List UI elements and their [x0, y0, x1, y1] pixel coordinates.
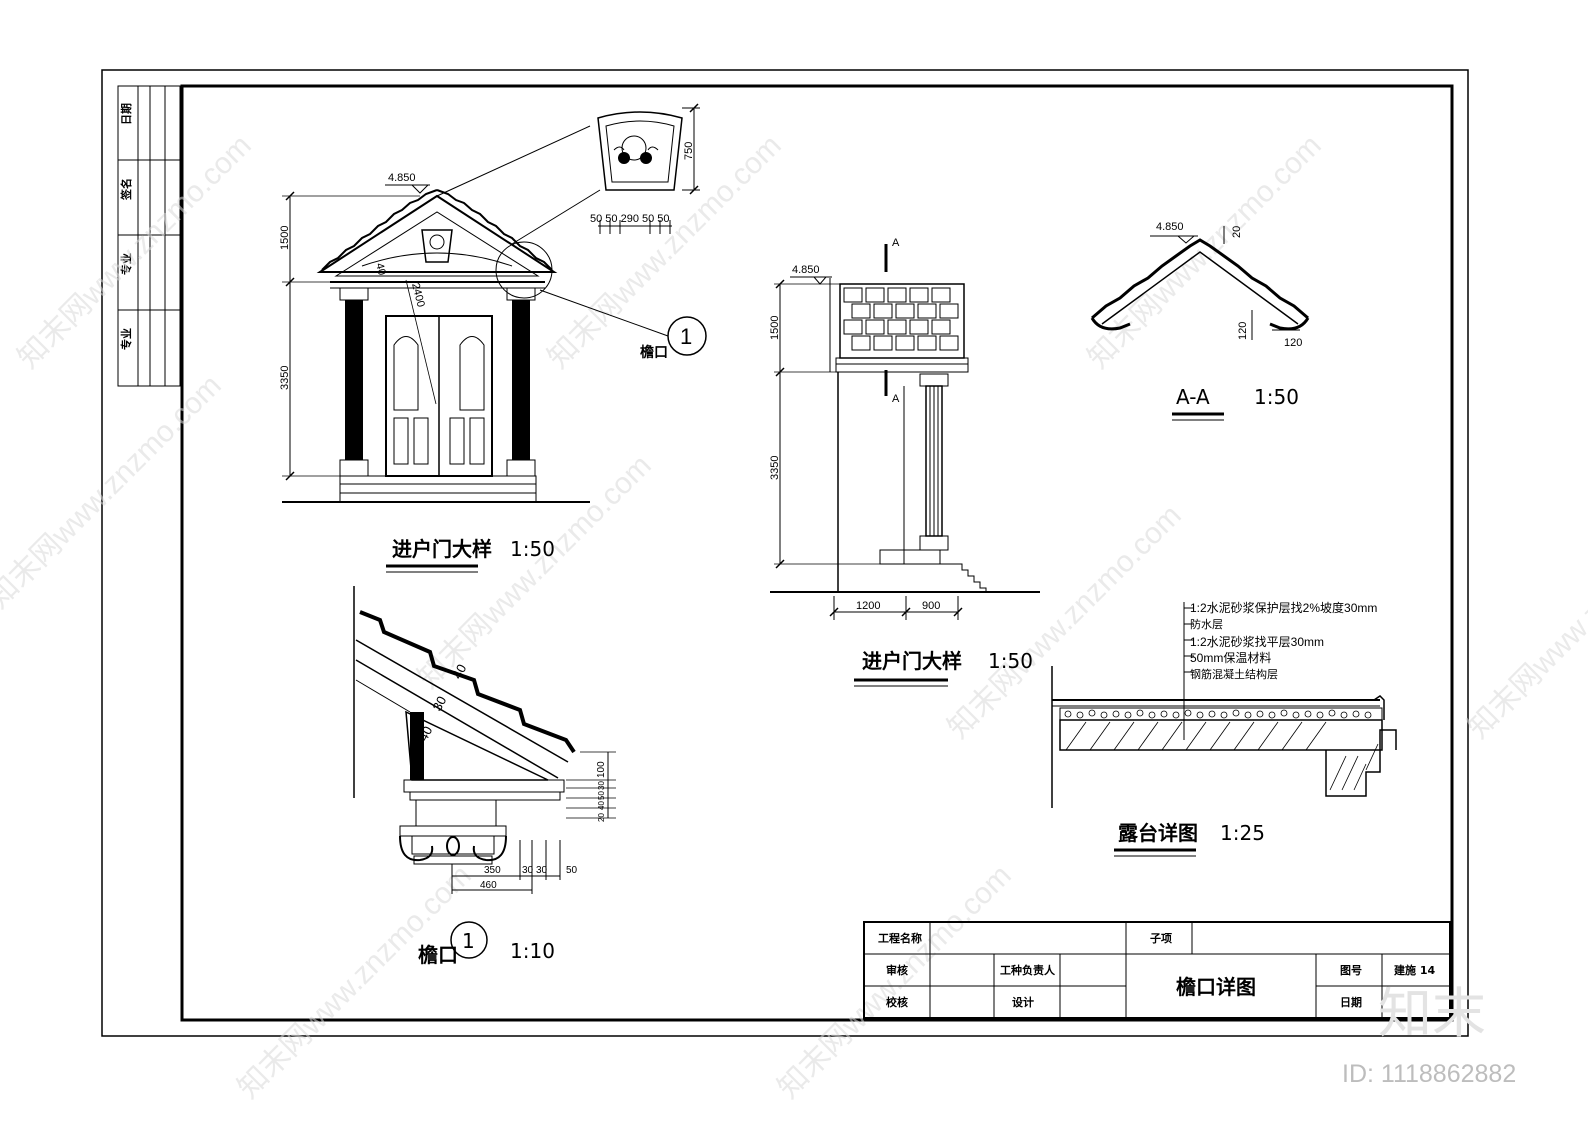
aa-level: 4.850: [1156, 221, 1184, 233]
watermark-id: ID: 1118862882: [1342, 1060, 1516, 1088]
terrace-scale: 1:25: [1220, 821, 1265, 845]
aa-scale: 1:50: [1254, 385, 1299, 409]
aa-title: A-A: [1176, 385, 1210, 409]
keystone-detail: [597, 103, 700, 234]
eave-dim-40-a: 40: [449, 662, 469, 682]
revision-row-3: 专业: [119, 253, 133, 275]
eave-dim-460: 460: [480, 880, 497, 891]
eave-dim-v40: 40: [597, 801, 606, 810]
eave-dim-v30: 30: [597, 781, 606, 790]
eave-dim-h30-a: 30: [522, 865, 534, 876]
eave-dim-v20: 20: [597, 813, 606, 822]
keystone-dim-750: 750: [683, 142, 695, 160]
front-dim-2400: 2400: [409, 282, 427, 309]
eave-detail: [353, 586, 616, 959]
eave-dim-350: 350: [484, 865, 501, 876]
eave-callout-label: 檐口: [418, 943, 458, 967]
section-aa: [1090, 226, 1310, 340]
terrace-layer-4: 50mm保温材料: [1190, 651, 1271, 665]
watermark-2: 知末网www.znzmo.com: [542, 129, 788, 375]
tb-stage-label: 子项: [1150, 932, 1172, 945]
terrace-layer-1: 1:2水泥砂浆保护层找2%坡度30mm: [1190, 600, 1377, 615]
terrace-title: 露台详图: [1118, 821, 1198, 845]
front-level: 4.850: [388, 172, 416, 184]
eave-dim-40-b: 40: [415, 724, 435, 744]
eave-dim-v50: 50: [597, 791, 606, 800]
front-scale: 1:50: [510, 537, 555, 561]
front-dim-1500: 1500: [279, 226, 291, 250]
side-elevation: [770, 244, 1040, 620]
eave-dim-h50: 50: [566, 865, 578, 876]
eave-dim-100: 100: [596, 761, 607, 778]
side-dim-1500: 1500: [769, 316, 781, 340]
side-dim-3350: 3350: [769, 456, 781, 480]
side-scale: 1:50: [988, 649, 1033, 673]
tb-drawing-no: 建施 14: [1394, 963, 1435, 977]
tb-engineer-label: 工种负责人: [1000, 963, 1056, 977]
side-title: 进户门大样: [862, 649, 962, 673]
inner-border: [180, 84, 1454, 1022]
tb-drawing-title: 檐口详图: [1176, 975, 1256, 999]
tb-project-name-label: 工程名称: [878, 931, 922, 945]
side-dim-900: 900: [922, 600, 940, 612]
front-elevation: [282, 125, 707, 503]
watermark-7: 知末网www.znzmo.com: [1462, 499, 1588, 745]
revision-row-1: 日期: [119, 103, 133, 125]
side-section-mark-top: A: [892, 237, 900, 249]
revision-row-2: 签名: [119, 178, 133, 201]
terrace-layer-3: 1:2水泥砂浆找平层30mm: [1190, 634, 1324, 649]
revision-block: 日期 签名 专业 专业: [117, 85, 181, 387]
watermark-9: 知末网www.znzmo.com: [772, 859, 1018, 1105]
terrace-layer-5: 钢筋混凝土结构层: [1190, 667, 1278, 681]
side-level: 4.850: [792, 264, 820, 276]
watermark-1: 知末网www.znzmo.com: [12, 129, 258, 375]
tb-check-label: 校核: [886, 995, 908, 1009]
tb-review-label: 审核: [886, 963, 908, 977]
front-title: 进户门大样: [392, 537, 492, 561]
tb-date-label: 日期: [1340, 995, 1362, 1009]
side-section-mark-bottom: A: [892, 393, 900, 405]
aa-dim-120-a: 120: [1237, 322, 1249, 340]
front-callout-number: 1: [680, 324, 692, 349]
watermark-8: 知末网www.znzmo.com: [232, 859, 478, 1105]
side-dim-1200: 1200: [856, 600, 880, 612]
eave-callout-number: 1: [462, 929, 475, 953]
outer-border: [101, 69, 1469, 1037]
revision-row-4: 专业: [119, 328, 133, 350]
terrace-layer-2: 防水层: [1190, 617, 1223, 631]
eave-dim-h30-b: 30: [536, 865, 548, 876]
tb-design-label: 设计: [1012, 995, 1034, 1009]
eave-dim-30: 30: [429, 694, 449, 714]
eave-scale: 1:10: [510, 939, 555, 963]
aa-dim-20: 20: [1231, 226, 1243, 238]
tb-drawing-no-label: 图号: [1340, 964, 1362, 977]
watermark-4: 知末网www.znzmo.com: [0, 369, 228, 615]
front-dim-3350: 3350: [279, 366, 291, 390]
front-callout-label: 檐口: [640, 344, 668, 360]
watermark-logo: 知末: [1378, 982, 1486, 1045]
title-block: [863, 921, 1451, 1019]
front-dim-40: 40: [373, 262, 388, 277]
aa-dim-120-b: 120: [1284, 337, 1302, 349]
terrace-detail: [1051, 602, 1397, 808]
keystone-dims-width: 50 50 290 50 50: [590, 213, 670, 225]
